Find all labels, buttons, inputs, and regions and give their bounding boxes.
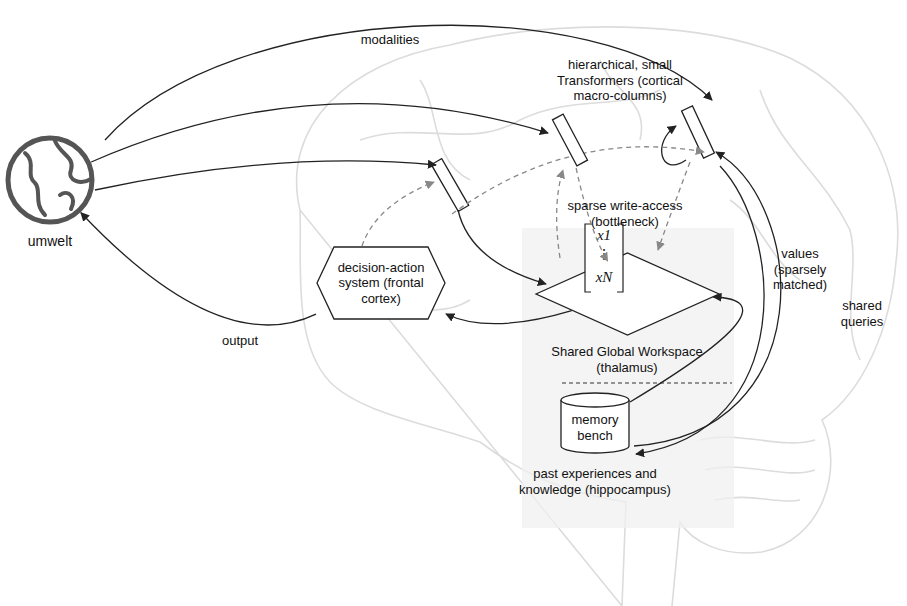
connector-arrow <box>91 104 548 162</box>
vector-dots: ⋮ <box>589 246 619 263</box>
world-globe: umwelt <box>5 135 95 225</box>
flow-label: modalities <box>345 32 435 48</box>
node-text: decision-action system (frontal cortex) <box>331 246 431 320</box>
edge-label: output <box>212 333 268 349</box>
separator-line <box>562 382 732 383</box>
transformer-block: hierarchical, small Transformers (cortic… <box>548 112 592 168</box>
node-caption: past experiences and knowledge (hippocam… <box>505 466 685 497</box>
modality-arrow <box>105 25 712 140</box>
transformer-block <box>682 106 715 158</box>
vector-entry: xN <box>589 268 619 286</box>
dashed-arrow <box>362 182 434 246</box>
memory-cylinder: memory benchpast experiences and knowled… <box>560 392 630 454</box>
write-arrow <box>458 210 546 284</box>
connector-arrow <box>446 311 572 324</box>
transformer-block <box>431 159 468 212</box>
transformer-block-outline <box>548 112 592 168</box>
modality-arrow <box>95 161 436 190</box>
node-heading: Shared Global Workspace (thalamus) <box>527 344 727 375</box>
brain-contour <box>297 27 898 606</box>
world-globe-outline <box>5 135 95 225</box>
decision-hexagon: decision-action system (frontal cortex) <box>316 246 446 320</box>
connector-arrow <box>81 213 316 325</box>
loop-arrow <box>662 126 686 165</box>
vector-entry: x1 <box>589 226 619 244</box>
node-label: umwelt <box>0 233 110 250</box>
node-heading: hierarchical, small Transformers (cortic… <box>545 57 695 104</box>
edge-label: sparse write-access (bottleneck) <box>552 198 698 229</box>
edge-label: values (sparsely matched) <box>760 246 840 293</box>
workspace-diamond-outline <box>535 252 720 336</box>
dashed-arrow <box>557 170 563 258</box>
workspace-diamond: x1⋮xNShared Global Workspace (thalamus) <box>535 252 720 336</box>
flow-label: shared queries <box>830 298 894 329</box>
brain-outline <box>297 27 898 606</box>
node-text: memory bench <box>560 412 630 443</box>
